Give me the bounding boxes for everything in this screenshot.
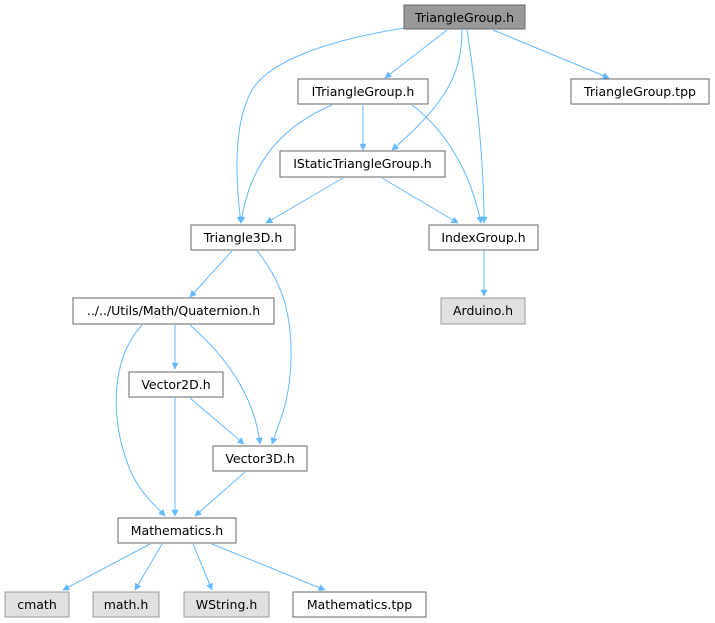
edge-trianglegroup-h-to-indexgroup-h	[466, 29, 488, 224]
node-label-istatictrianglegroup-h: IStaticTriangleGroup.h	[293, 156, 431, 171]
node-box-istatictrianglegroup-h	[279, 150, 446, 178]
node-trianglegroup-tpp[interactable]: TriangleGroup.tpp	[570, 78, 710, 105]
edge-mathematics-h-to-mathematics-tpp	[211, 543, 326, 591]
edge-mathematics-h-to-cmath	[62, 543, 151, 591]
node-box-wstring-h	[183, 591, 270, 618]
node-box-arduino-h	[440, 297, 526, 325]
nodes-layer: TriangleGroup.h ITriangleGroup.h Triangl…	[4, 4, 710, 618]
node-itrianglegroup-h[interactable]: ITriangleGroup.h	[297, 78, 429, 105]
edges-layer	[62, 27, 610, 591]
node-box-mathematics-h	[117, 517, 237, 544]
node-label-mathematics-tpp: Mathematics.tpp	[307, 597, 412, 612]
edge-trianglegroup-h-to-triangle3d-h	[236, 27, 405, 224]
node-box-triangle3d-h	[190, 224, 296, 251]
node-indexgroup-h[interactable]: IndexGroup.h	[428, 224, 539, 251]
edge-mathematics-h-to-math-h	[134, 543, 163, 591]
node-mathematics-h[interactable]: Mathematics.h	[117, 517, 237, 544]
edge-triangle3d-h-to-vector3d-h	[256, 250, 292, 445]
edge-trianglegroup-h-to-trianglegroup-tpp	[492, 29, 610, 79]
edge-triangle3d-h-to-quaternion-h	[189, 250, 233, 298]
node-vector3d-h[interactable]: Vector3D.h	[212, 445, 308, 472]
edge-trianglegroup-h-to-itrianglegroup-h	[384, 29, 448, 79]
node-box-itrianglegroup-h	[297, 78, 429, 105]
node-box-vector2d-h	[128, 371, 224, 398]
node-label-mathematics-h: Mathematics.h	[131, 523, 223, 538]
node-label-trianglegroup-tpp: TriangleGroup.tpp	[583, 84, 696, 99]
node-label-vector3d-h: Vector3D.h	[225, 451, 294, 466]
node-label-cmath: cmath	[17, 597, 57, 612]
node-mathematics-tpp[interactable]: Mathematics.tpp	[292, 591, 427, 618]
node-box-trianglegroup-h	[403, 4, 526, 30]
node-wstring-h[interactable]: WString.h	[183, 591, 270, 618]
edge-itrianglegroup-h-to-indexgroup-h	[411, 104, 484, 224]
edge-vector2d-h-to-vector3d-h	[189, 397, 245, 445]
node-math-h[interactable]: math.h	[92, 591, 160, 618]
node-label-indexgroup-h: IndexGroup.h	[441, 230, 525, 245]
node-label-triangle3d-h: Triangle3D.h	[203, 230, 283, 245]
edge-istatictrianglegroup-h-to-indexgroup-h	[381, 177, 459, 224]
node-label-vector2d-h: Vector2D.h	[141, 377, 210, 392]
node-istatictrianglegroup-h[interactable]: IStaticTriangleGroup.h	[279, 150, 446, 178]
node-box-indexgroup-h	[428, 224, 539, 251]
node-label-itrianglegroup-h: ITriangleGroup.h	[312, 84, 415, 99]
node-box-quaternion-h	[72, 297, 275, 325]
node-cmath[interactable]: cmath	[4, 591, 70, 618]
node-box-math-h	[92, 591, 160, 618]
edge-vector3d-h-to-mathematics-h	[194, 471, 246, 517]
edge-mathematics-h-to-wstring-h	[192, 543, 213, 591]
node-label-trianglegroup-h: TriangleGroup.h	[414, 10, 514, 25]
node-box-mathematics-tpp	[292, 591, 427, 618]
edge-quaternion-h-to-vector3d-h	[189, 324, 263, 445]
edge-istatictrianglegroup-h-to-triangle3d-h	[265, 177, 344, 224]
node-quaternion-h[interactable]: ../../Utils/Math/Quaternion.h	[72, 297, 275, 325]
edge-quaternion-h-to-mathematics-h	[115, 324, 166, 517]
node-triangle3d-h[interactable]: Triangle3D.h	[190, 224, 296, 251]
node-label-wstring-h: WString.h	[196, 597, 258, 612]
node-label-math-h: math.h	[104, 597, 149, 612]
node-vector2d-h[interactable]: Vector2D.h	[128, 371, 224, 398]
node-trianglegroup-h[interactable]: TriangleGroup.h	[403, 4, 526, 30]
edge-itrianglegroup-h-to-triangle3d-h	[238, 104, 333, 224]
node-box-vector3d-h	[212, 445, 308, 472]
edge-trianglegroup-h-to-istatictrianglegroup-h	[391, 29, 463, 151]
node-arduino-h[interactable]: Arduino.h	[440, 297, 526, 325]
node-label-arduino-h: Arduino.h	[453, 303, 513, 318]
node-label-quaternion-h: ../../Utils/Math/Quaternion.h	[87, 303, 260, 318]
node-box-cmath	[4, 591, 70, 618]
node-box-trianglegroup-tpp	[570, 78, 710, 105]
